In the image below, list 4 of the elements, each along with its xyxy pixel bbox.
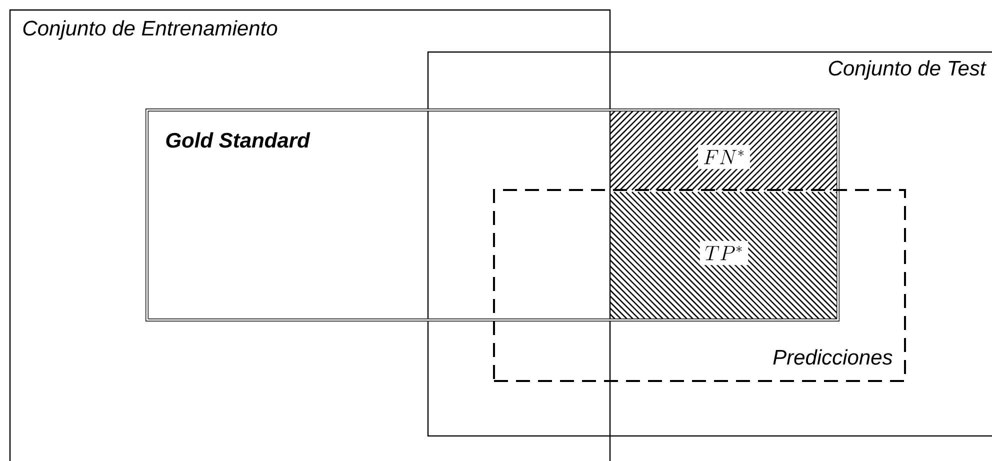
node-label: $TP^{*}$ <box>705 246 742 260</box>
hatched-region: $TP^{*}$ <box>609 191 839 321</box>
node-label: $FN^{*}$ <box>704 150 744 164</box>
hatched-region: $FN^{*}$ <box>609 109 839 191</box>
